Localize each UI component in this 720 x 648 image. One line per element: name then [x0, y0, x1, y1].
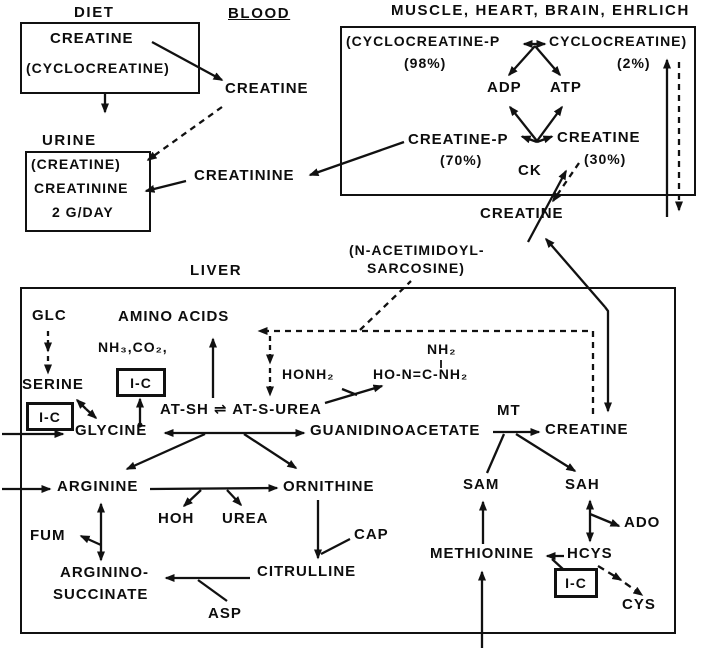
sam-label: SAM	[463, 476, 500, 493]
pct-70-label: (70%)	[440, 152, 483, 168]
muscle-creatine-label: CREATINE	[557, 129, 641, 146]
blood-creatine-label: CREATINE	[225, 80, 309, 97]
cys-label: CYS	[622, 596, 656, 613]
cap-label: CAP	[354, 526, 389, 543]
one-carbon-box-2: I-C	[26, 402, 74, 431]
guanidinoacetate-label: GUANIDINOACETATE	[310, 422, 481, 439]
mt-label: MT	[497, 402, 521, 419]
pct-2-label: (2%)	[617, 55, 651, 71]
liver-creatine-label: CREATINE	[545, 421, 629, 438]
creatine-p-label: CREATINE-P	[408, 131, 509, 148]
pct-98-label: (98%)	[404, 55, 447, 71]
sah-label: SAH	[565, 476, 600, 493]
adp-label: ADP	[487, 79, 522, 96]
asp-label: ASP	[208, 605, 242, 622]
nh3-co2-label: NH₃,CO₂,	[98, 339, 168, 355]
blood-title: BLOOD	[228, 5, 291, 22]
one-carbon-box-1: I-C	[116, 368, 166, 397]
muscle-box	[340, 26, 696, 196]
urea-label: UREA	[222, 510, 269, 527]
methionine-label: METHIONINE	[430, 545, 535, 562]
diet-creatine-label: CREATINE	[50, 30, 134, 47]
arginine-label: ARGININE	[57, 478, 139, 495]
nh2-label: NH₂	[427, 341, 457, 357]
ado-label: ADO	[624, 514, 661, 531]
ho-n-c-nh2-label: HO-N=C-NH₂	[373, 366, 469, 382]
amino-acids-label: AMINO ACIDS	[118, 308, 230, 325]
extracellular-creatine-label: CREATINE	[480, 205, 564, 222]
ornithine-label: ORNITHINE	[283, 478, 375, 495]
liver-box	[20, 287, 676, 634]
glycine-label: GLYCINE	[75, 422, 148, 439]
diet-box	[20, 22, 200, 94]
diet-title: DIET	[74, 4, 115, 21]
ck-label: CK	[518, 162, 542, 179]
argininosuccinate-label-line2: SUCCINATE	[53, 586, 149, 603]
blood-creatinine-label: CREATININE	[194, 167, 295, 184]
pct-30-label: (30%)	[584, 151, 627, 167]
fum-label: FUM	[30, 527, 66, 544]
urine-creatine-label: (CREATINE)	[31, 156, 121, 172]
atp-label: ATP	[550, 79, 582, 96]
hoh-label: HOH	[158, 510, 195, 527]
cyclocreatine-label: CYCLOCREATINE)	[549, 33, 688, 49]
cyclocreatine-p-label: (CYCLOCREATINE-P	[346, 33, 501, 49]
liver-title: LIVER	[190, 262, 243, 279]
at-equilibrium-label: AT-SH ⇌ AT-S-UREA	[160, 401, 322, 418]
diet-cyclocreatine-label: (CYCLOCREATINE)	[26, 60, 170, 76]
muscle-title: MUSCLE, HEART, BRAIN, EHRLICH	[391, 2, 690, 19]
hcys-label: HCYS	[567, 545, 613, 562]
acetimidoyl-label-line1: (N-ACETIMIDOYL-	[349, 242, 485, 258]
citrulline-label: CITRULLINE	[257, 563, 357, 580]
honh2-label: HONH₂	[282, 366, 335, 382]
argininosuccinate-label-line1: ARGININO-	[60, 564, 149, 581]
urine-title: URINE	[42, 132, 97, 149]
serine-label: SERINE	[22, 376, 84, 393]
one-carbon-box-3: I-C	[554, 568, 598, 598]
urine-creatinine-label: CREATININE	[34, 180, 129, 196]
glc-label: GLC	[32, 307, 67, 324]
urine-rate-label: 2 G/DAY	[52, 204, 114, 220]
acetimidoyl-label-line2: SARCOSINE)	[367, 260, 465, 276]
